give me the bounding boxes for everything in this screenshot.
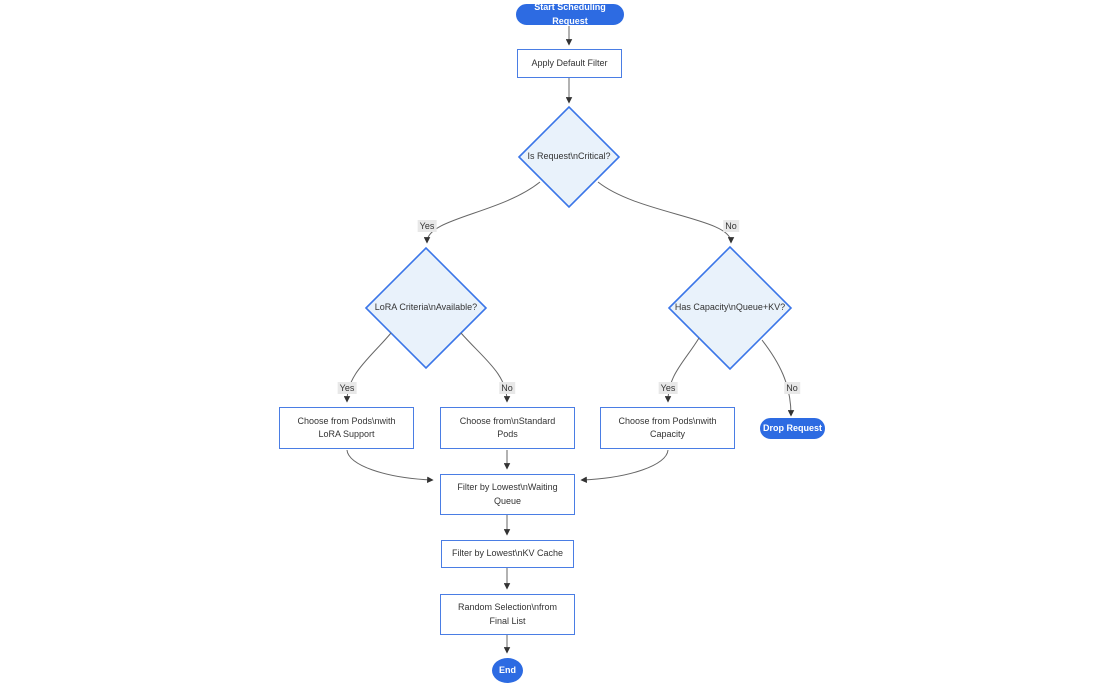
edge-label-capacity-yes: Yes [658, 382, 678, 394]
decision-lora-criteria-shape [364, 246, 488, 370]
edge-label-critical-no: No [723, 220, 739, 232]
node-choose-standard-pods: Choose from\nStandard Pods [440, 407, 575, 449]
node-choose-pods-lora: Choose from Pods\nwith LoRA Support [279, 407, 414, 449]
edge-label-capacity-no: No [784, 382, 800, 394]
node-choose-pods-capacity: Choose from Pods\nwith Capacity [600, 407, 735, 449]
node-apply-default-filter: Apply Default Filter [517, 49, 622, 78]
node-start-scheduling-request: Start Scheduling Request [516, 2, 624, 26]
node-filter-lowest-kv-cache: Filter by Lowest\nKV Cache [441, 540, 574, 568]
decision-is-critical-shape [517, 105, 621, 209]
edge-critical-yes [423, 181, 541, 244]
edge-label-critical-yes: Yes [417, 220, 437, 232]
decision-has-capacity-shape [667, 245, 793, 371]
edge-capacitypods-to-queue [580, 449, 669, 484]
node-random-selection: Random Selection\nfrom Final List [440, 594, 575, 635]
node-end: End [492, 658, 523, 683]
edge-label-lora-no: No [499, 382, 515, 394]
edge-critical-no [597, 181, 735, 244]
edge-label-lora-yes: Yes [337, 382, 357, 394]
node-drop-request: Drop Request [760, 418, 825, 439]
edge-lorapods-to-queue [346, 449, 434, 484]
node-filter-lowest-waiting-queue: Filter by Lowest\nWaiting Queue [440, 474, 575, 515]
edge-capacity-yes [664, 337, 700, 403]
edge-capacity-no [761, 339, 795, 417]
